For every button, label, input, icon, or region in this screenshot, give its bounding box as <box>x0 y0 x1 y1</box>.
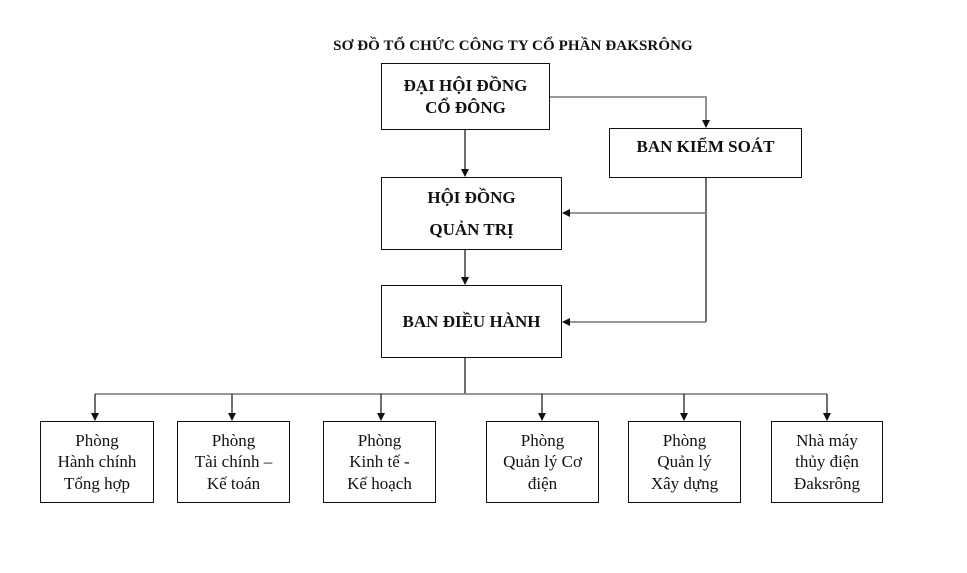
edge-shareholders-supervisory <box>549 96 710 128</box>
node-dept-mechanical-electrical: Phòng Quản lý Cơ điện <box>486 421 599 503</box>
node-label-line: Hành chính <box>57 452 137 472</box>
node-label-line: thủy điện <box>795 452 859 472</box>
node-label-line: CỔ ĐÔNG <box>425 97 506 117</box>
node-label-line: Tài chính – <box>194 452 273 472</box>
node-label-line: Kế hoạch <box>347 473 412 493</box>
node-label-line: BAN KIỂM SOÁT <box>636 137 775 156</box>
node-label-line: Quản lý Cơ <box>503 452 582 472</box>
node-label-line: Tổng hợp <box>63 473 131 493</box>
node-label-line: QUẢN TRỊ <box>429 219 514 239</box>
node-dept-construction: Phòng Quản lý Xây dựng <box>628 421 741 503</box>
node-board-of-directors: HỘI ĐỒNG QUẢN TRỊ <box>381 177 562 250</box>
node-label-line: Phòng <box>662 430 707 450</box>
node-label-line: Phòng <box>520 430 565 450</box>
node-label-line: Phòng <box>75 430 119 450</box>
node-dept-admin: Phòng Hành chính Tổng hợp <box>40 421 154 503</box>
node-label-line: BAN ĐIỀU HÀNH <box>402 311 541 331</box>
node-label-line: Đaksrông <box>793 473 861 493</box>
diagram-title: SƠ ĐỒ TỔ CHỨC CÔNG TY CỔ PHẦN ĐAKSRÔNG <box>333 38 693 54</box>
node-shareholders-meeting: ĐẠI HỘI ĐỒNG CỔ ĐÔNG <box>381 63 550 130</box>
node-label-line: điện <box>527 473 558 493</box>
node-executive-board: BAN ĐIỀU HÀNH <box>381 285 562 358</box>
node-label-line: Phòng <box>211 430 256 450</box>
node-dept-finance: Phòng Tài chính – Kế toán <box>177 421 290 503</box>
node-label-line: Quản lý <box>657 452 712 472</box>
node-hydropower-plant: Nhà máy thủy điện Đaksrông <box>771 421 883 503</box>
node-label-line: Kế toán <box>206 473 261 493</box>
node-label-line: Kinh tế - <box>349 452 410 472</box>
node-label-line: Phòng <box>357 430 402 450</box>
node-supervisory-board: BAN KIỂM SOÁT <box>609 128 802 178</box>
node-label-line: Nhà máy <box>796 430 858 450</box>
node-label-line: ĐẠI HỘI ĐỒNG <box>403 75 528 95</box>
node-label-line: HỘI ĐỒNG <box>427 187 516 207</box>
node-dept-planning: Phòng Kinh tế - Kế hoạch <box>323 421 436 503</box>
node-label-line: Xây dựng <box>650 473 719 493</box>
